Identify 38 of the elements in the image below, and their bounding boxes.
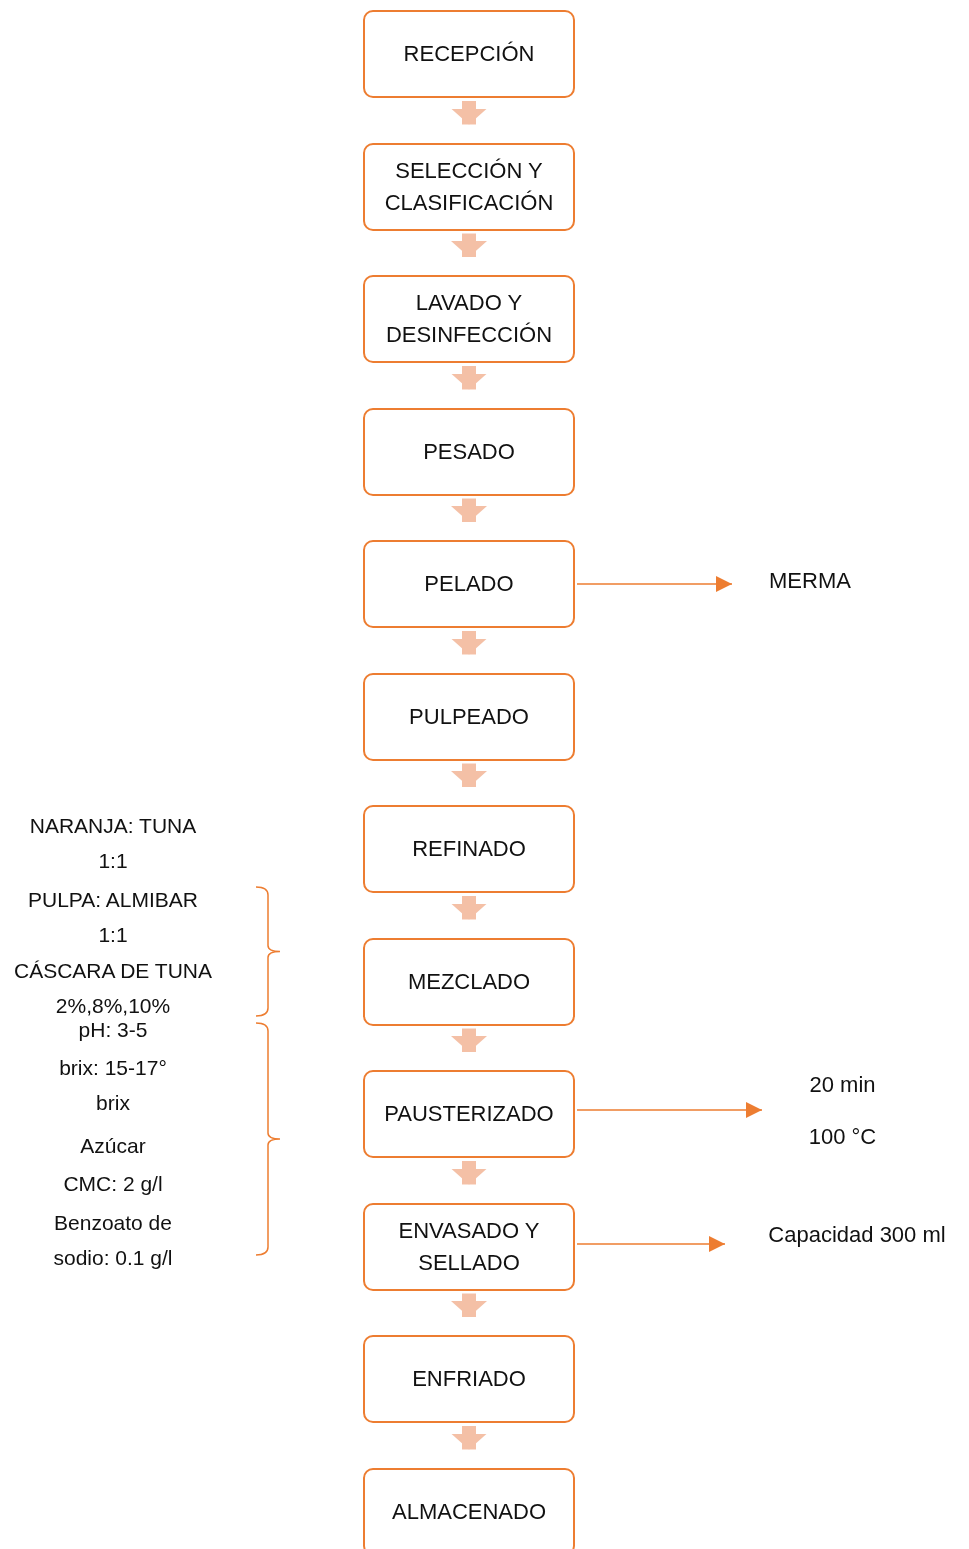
process-box: ALMACENADO bbox=[363, 1467, 575, 1549]
process-box: PELADO bbox=[363, 540, 575, 628]
process-box: REFINADO bbox=[363, 805, 575, 893]
arrow bbox=[451, 1028, 487, 1052]
arrow bbox=[451, 1293, 487, 1317]
note-text: Capacidad 300 ml bbox=[768, 1222, 946, 1248]
arrow bbox=[576, 1102, 763, 1118]
arrow bbox=[451, 366, 487, 390]
process-box: SELECCIÓN Y CLASIFICACIÓN bbox=[363, 142, 575, 231]
note-text: CÁSCARA DE TUNA 2%,8%,10% bbox=[13, 958, 213, 1019]
process-box: MEZCLADO bbox=[363, 937, 575, 1026]
arrow bbox=[576, 576, 733, 592]
note-text: NARANJA: TUNA 1:1 bbox=[28, 813, 198, 874]
process-box: LAVADO Y DESINFECCIÓN bbox=[363, 275, 575, 363]
note-text: pH: 3-5 bbox=[77, 1017, 149, 1043]
arrow bbox=[451, 763, 487, 787]
process-box: ENVASADO Y SELLADO bbox=[363, 1202, 575, 1291]
process-box: PULPEADO bbox=[363, 672, 575, 761]
note-text: brix: 15-17° brix bbox=[58, 1055, 168, 1116]
arrow bbox=[451, 101, 487, 125]
note-text: PULPA: ALMIBAR 1:1 bbox=[27, 887, 199, 948]
process-box: PAUSTERIZADO bbox=[363, 1070, 575, 1158]
arrow bbox=[451, 896, 487, 920]
note-text: 20 min bbox=[809, 1072, 876, 1098]
arrow bbox=[451, 498, 487, 522]
process-box: PESADO bbox=[363, 407, 575, 496]
note-text: CMC: 2 g/l bbox=[62, 1171, 164, 1197]
note-text: MERMA bbox=[769, 568, 851, 594]
process-box: RECEPCIÓN bbox=[363, 10, 575, 98]
note-text: Benzoato de sodio: 0.1 g/l bbox=[52, 1210, 174, 1271]
arrow bbox=[451, 631, 487, 655]
process-box: ENFRIADO bbox=[363, 1335, 575, 1423]
arrow bbox=[451, 1161, 487, 1185]
arrow bbox=[451, 1426, 487, 1450]
arrow bbox=[451, 233, 487, 257]
note-text: Azúcar bbox=[79, 1133, 147, 1159]
note-text: 100 °C bbox=[808, 1124, 877, 1150]
arrow bbox=[576, 1236, 726, 1252]
